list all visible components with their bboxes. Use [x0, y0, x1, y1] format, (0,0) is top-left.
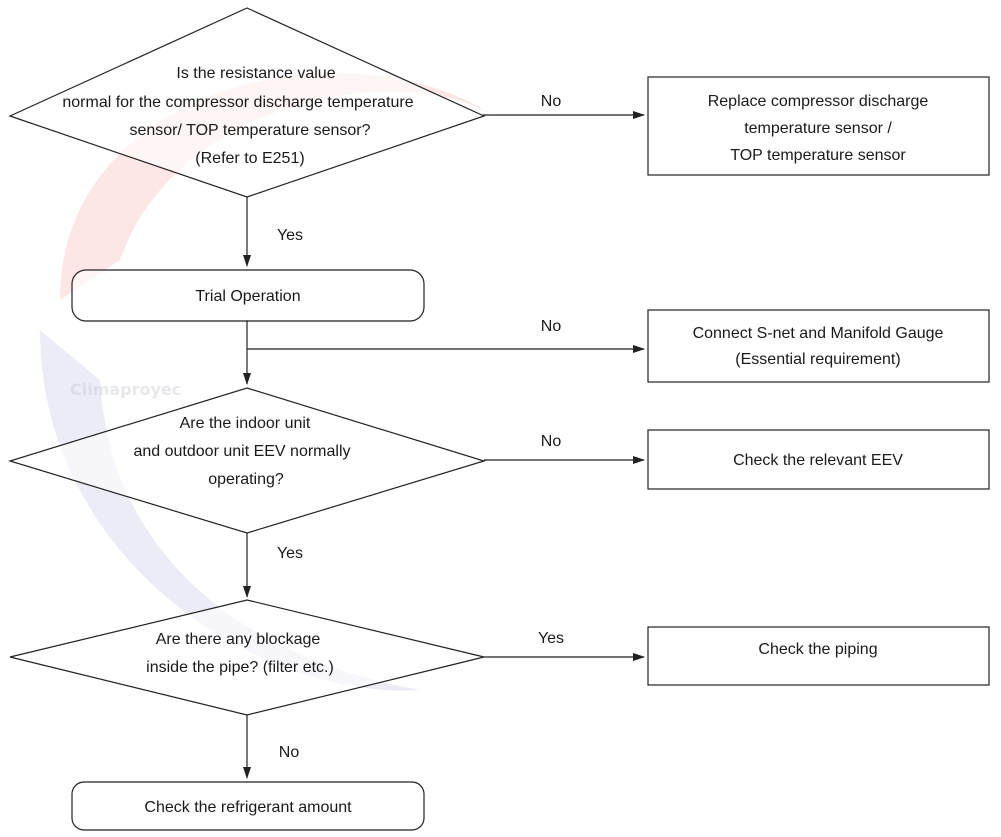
action-replace-sensor: Replace compressor discharge temperature…	[647, 76, 990, 176]
connectors	[243, 111, 645, 779]
action-text: Check the piping	[758, 641, 877, 658]
action-text: TOP temperature sensor	[730, 147, 906, 164]
action-text: temperature sensor /	[744, 120, 892, 137]
action-text: Check the relevant EEV	[733, 452, 903, 469]
decision-text: Is the resistance value	[176, 65, 335, 82]
decision-text: (Refer to E251)	[195, 150, 304, 167]
decision-text: Are there any blockage	[156, 631, 321, 648]
edge-label-q1-no: No	[541, 93, 562, 110]
decision-text: operating?	[208, 471, 284, 488]
decision-text: Are the indoor unit	[180, 415, 311, 432]
process-trial-operation: Trial Operation	[71, 269, 425, 322]
action-text: (Essential requirement)	[735, 351, 900, 368]
edge-label-q2-yes: Yes	[277, 545, 303, 562]
decision-text: inside the pipe? (filter etc.)	[146, 659, 334, 676]
edge-label-trial-no: No	[541, 318, 562, 335]
decision-blockage-check: Are there any blockage inside the pipe? …	[9, 599, 485, 716]
decision-eev-check: Are the indoor unit and outdoor unit EEV…	[7, 387, 487, 534]
action-text: Replace compressor discharge	[708, 93, 929, 110]
process-text: Trial Operation	[195, 288, 300, 305]
edge-label-q3-yes: Yes	[538, 630, 564, 647]
process-text: Check the refrigerant amount	[144, 799, 352, 816]
action-connect-snet: Connect S-net and Manifold Gauge (Essent…	[647, 309, 990, 383]
action-check-piping: Check the piping	[647, 626, 990, 686]
process-check-refrigerant: Check the refrigerant amount	[71, 781, 425, 831]
edge-label-q2-no: No	[541, 433, 562, 450]
edge-label-q1-yes: Yes	[277, 227, 303, 244]
decision-text: normal for the compressor discharge temp…	[62, 94, 413, 111]
decision-resistance-check: Is the resistance value normal for the c…	[8, 7, 486, 198]
decision-text: and outdoor unit EEV normally	[133, 443, 350, 460]
decision-text: sensor/ TOP temperature sensor?	[129, 122, 370, 139]
connector-labels: No Yes No No Yes Yes No	[277, 93, 564, 761]
watermark-text: Climaproyec	[70, 380, 181, 399]
action-check-eev: Check the relevant EEV	[647, 429, 990, 490]
edge-label-q3-no: No	[279, 744, 300, 761]
action-text: Connect S-net and Manifold Gauge	[693, 325, 944, 342]
